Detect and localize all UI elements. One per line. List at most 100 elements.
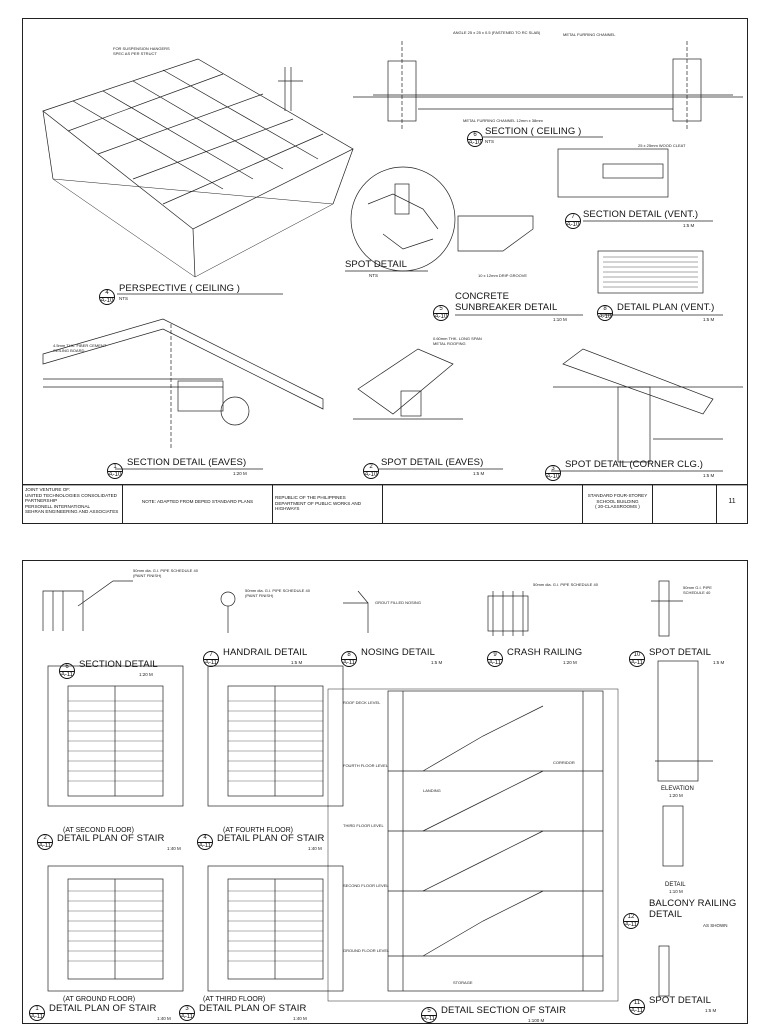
elevation-caption: ELEVATION [661, 786, 694, 792]
detail-title-spot-detail: SPOT DETAIL [649, 647, 711, 658]
detail-scale: NTS [369, 273, 378, 278]
detail-title-section-eaves: SECTION DETAIL (EAVES) [127, 457, 247, 468]
floor-level-label: ROOF DECK LEVEL [343, 700, 381, 705]
detail-scale: 1:5 M [473, 471, 485, 476]
detail-title-stair-plan: DETAIL PLAN OF STAIR [217, 833, 325, 844]
note-callout: 50mm dia. G.I. PIPE SCHEDULE 40 (PAINT F… [133, 568, 198, 578]
detail-title-section-ceiling: SECTION ( CEILING ) [485, 126, 582, 137]
detail-title-section-detail: SECTION DETAIL [79, 659, 158, 670]
detail-title-handrail: HANDRAIL DETAIL [223, 647, 308, 658]
floor-caption: (AT THIRD FLOOR) [203, 996, 266, 1003]
note-callout: 10 x 12mm DRIP GROOVE [478, 273, 528, 278]
detail-scale: 1:5 M [703, 473, 715, 478]
project-line: SCHOOL BUILDING [596, 498, 639, 504]
detail-scale: 1:5 M [705, 1008, 717, 1013]
detail-title-spot-eaves: SPOT DETAIL (EAVES) [381, 457, 484, 468]
detail-scale: 1:10 M [669, 889, 683, 894]
sheet2-linework [42, 580, 713, 1002]
detail-title-spot-detail: SPOT DETAIL [649, 995, 711, 1006]
detail-title-stair-section: DETAIL SECTION OF STAIR [441, 1005, 567, 1016]
room-label: LANDING [423, 788, 441, 793]
detail-scale: 1:5 M [713, 660, 725, 665]
agency-line: REPUBLIC OF THE PHILIPPINES [275, 495, 346, 500]
project-line: STANDARD FOUR-STOREY [587, 493, 648, 498]
detail-scale: 1:40 M [167, 846, 181, 851]
detail-scale: 1:100 M [528, 1018, 545, 1023]
detail-title-stair-plan: DETAIL PLAN OF STAIR [199, 1003, 307, 1014]
detail-scale: 1:5 M [703, 317, 715, 322]
note-callout: METAL FURRING CHANNEL 12mm x 38mm [463, 118, 543, 123]
title-block: JOINT VENTURE OF: UNITED TECHNOLOGIES CO… [23, 484, 747, 523]
detail-scale: 1:40 M [157, 1016, 171, 1021]
title-block-contents [653, 485, 717, 523]
detail-title-crash-railing: CRASH RAILING [507, 647, 583, 658]
note-callout: 50mm dia. G.I. PIPE SCHEDULE 40 (PAINT F… [245, 588, 310, 598]
detail-scale: 1:10 M [553, 317, 567, 322]
detail-title-balcony-line2: DETAIL [649, 909, 683, 920]
detail-title-detail-plan-vent: DETAIL PLAN (VENT.) [617, 302, 715, 313]
sheet1-linework [23, 41, 747, 486]
detail-scale: 1:20 M [233, 471, 247, 476]
detail-scale: 1:40 M [308, 846, 322, 851]
note-callout: 0.60mm THK. LONG SPAN METAL ROOFING [433, 336, 482, 346]
note-callout: 50mm G.I. PIPE SCHEDULE 40 [683, 585, 712, 595]
drawing-sheet-a10: FOR SUSPENSION HANGERS SPEC AS PER STRUC… [22, 18, 748, 524]
detail-title-spot-corner: SPOT DETAIL (CORNER CLG.) [565, 459, 703, 470]
detail-scale: 1:5 M [431, 660, 443, 665]
detail-title-stair-plan: DETAIL PLAN OF STAIR [57, 833, 165, 844]
detail-scale: NTS [485, 139, 494, 144]
venture-label: JOINT VENTURE OF: [25, 487, 71, 492]
title-block-project: STANDARD FOUR-STOREY SCHOOL BUILDING ( 2… [583, 485, 653, 523]
floor-level-label: SECOND FLOOR LEVEL [343, 883, 389, 888]
note-callout: FOR SUSPENSION HANGERS SPEC AS PER STRUC… [113, 46, 170, 56]
detail-scale: 1:5 M [683, 223, 695, 228]
floor-caption: (AT GROUND FLOOR) [63, 996, 136, 1003]
detail-scale: NTS [119, 296, 128, 301]
note-callout: 50mm dia. G.I. PIPE SCHEDULE 40 [533, 582, 598, 587]
note-callout: 4.5mm THK. FIBER CEMENT CEILING BOARD [53, 343, 107, 353]
room-label: STORAGE [453, 980, 473, 985]
note-callout: METAL FURRING CHANNEL [563, 32, 616, 37]
floor-level-label: THIRD FLOOR LEVEL [343, 823, 384, 828]
note-callout: 25 x 25mm WOOD CLEAT [638, 143, 686, 148]
detail-title-concrete-line1: CONCRETE [455, 291, 510, 302]
detail-title-spot-detail: SPOT DETAIL [345, 259, 407, 270]
floor-level-label: FOURTH FLOOR LEVEL [343, 763, 389, 768]
detail-scale: 1:40 M [293, 1016, 307, 1021]
firm-name: PERSONELL INTERNATIONAL [25, 503, 91, 509]
title-block-note: NOTE: ADAPTED FROM DEPED STANDARD PLANS [123, 485, 273, 523]
firm-name: SEHRAN ENGINEERING AND ASSOCIATES [25, 509, 119, 514]
note-callout: ANGLE 25 x 25 x 0.5 (FASTENED TO RC SLAB… [453, 30, 541, 35]
agency-line: DEPARTMENT OF PUBLIC WORKS AND HIGHWAYS [275, 500, 362, 512]
detail-title-nosing: NOSING DETAIL [361, 647, 435, 658]
project-line: ( 20-CLASSROOMS ) [595, 504, 640, 509]
detail-scale: AS SHOWN [703, 923, 728, 928]
drawing-sheet-a11: 50mm dia. G.I. PIPE SCHEDULE 40 (PAINT F… [22, 560, 748, 1024]
title-block-signatures [383, 485, 583, 523]
detail-scale: 1:20 M [669, 793, 683, 798]
detail-scale: 1:20 M [139, 672, 153, 677]
detail-title-perspective-ceiling: PERSPECTIVE ( CEILING ) [119, 283, 241, 294]
title-block-agency: REPUBLIC OF THE PHILIPPINES DEPARTMENT O… [273, 485, 383, 523]
detail-title-concrete-line2: SUNBREAKER DETAIL [455, 302, 558, 313]
detail-scale: 1:20 M [563, 660, 577, 665]
floor-caption: (AT SECOND FLOOR) [63, 827, 134, 834]
detail-caption: DETAIL [665, 882, 686, 888]
